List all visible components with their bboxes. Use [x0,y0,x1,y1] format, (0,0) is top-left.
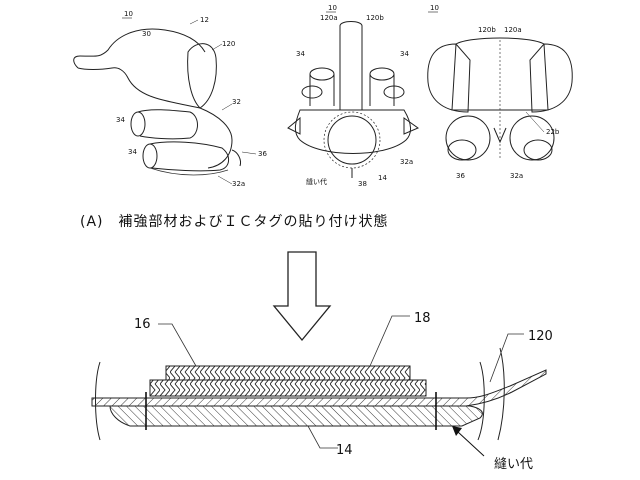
svg-text:120a: 120a [320,14,338,22]
svg-text:34: 34 [400,50,409,58]
svg-text:32: 32 [232,98,241,106]
svg-text:縫い代: 縫い代 [306,177,327,186]
svg-text:38: 38 [358,180,367,188]
cross-section-diagram: 16 18 120 14 縫い代 [91,311,553,472]
svg-text:22b: 22b [546,128,560,136]
svg-text:30: 30 [142,30,151,38]
label-18: 18 [414,311,431,326]
svg-text:120b: 120b [366,14,384,22]
svg-text:14: 14 [378,174,387,182]
figure-side-view: 10 12 30 120 32 34 34 36 32a [73,10,267,188]
label-seam: 縫い代 [494,457,533,472]
svg-text:10: 10 [328,4,337,12]
figure-front-view: 10 120a 120b 34 34 32a 14 38 縫い代 [287,4,420,188]
svg-text:36: 36 [258,150,267,158]
svg-text:10: 10 [430,4,439,12]
svg-text:120b: 120b [478,26,496,34]
layer-14 [109,405,483,427]
svg-text:32a: 32a [400,158,413,166]
down-arrow-icon [272,251,332,342]
layer-16 [149,379,427,397]
svg-text:32a: 32a [510,172,523,180]
svg-text:34: 34 [128,148,137,156]
svg-text:120a: 120a [504,26,522,34]
figure-back-view: 10 120b 120a 22b 36 32a [427,4,573,180]
layer-18 [165,365,411,381]
fig-number: 10 [124,10,133,18]
svg-text:32a: 32a [232,180,245,188]
label-16: 16 [134,317,151,332]
label-120: 120 [528,329,553,344]
svg-text:12: 12 [200,16,209,24]
label-14: 14 [336,443,353,458]
svg-text:34: 34 [296,50,305,58]
svg-text:36: 36 [456,172,465,180]
svg-text:34: 34 [116,116,125,124]
svg-text:120: 120 [222,40,235,48]
caption: (A) 補強部材およびＩＣタグの貼り付け状態 [80,214,389,230]
fabric-layer-120 [91,369,547,407]
